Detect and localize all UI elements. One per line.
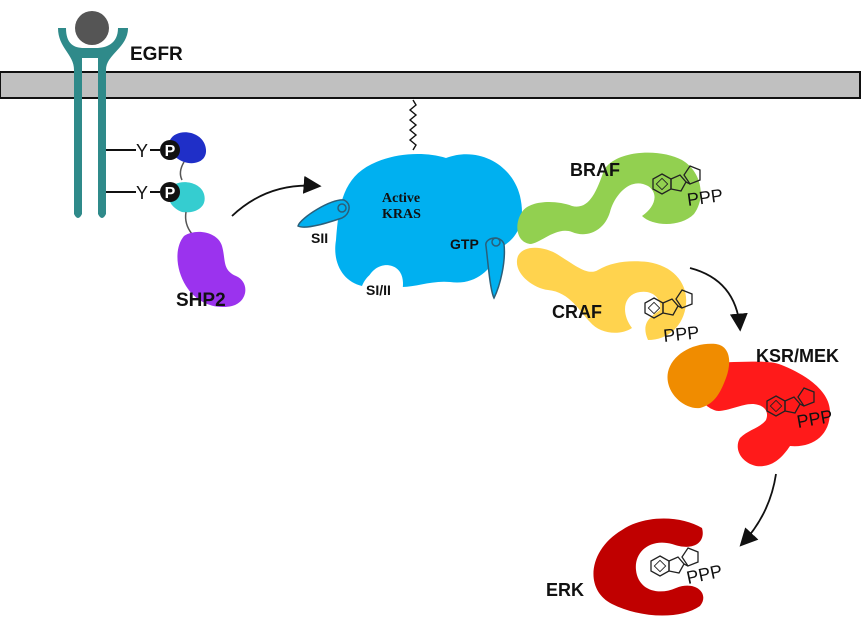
braf-ppp-label: PPP xyxy=(686,185,724,210)
phospho-1-label: P xyxy=(165,143,176,160)
craf-protein xyxy=(516,247,687,340)
erk-label: ERK xyxy=(546,580,584,600)
kras-protein xyxy=(335,154,522,287)
sii-label: SII xyxy=(311,230,328,246)
phospho-2-label: P xyxy=(165,185,176,202)
craf-label: CRAF xyxy=(552,302,602,322)
tyrosine-1-label: Y xyxy=(136,141,148,161)
erk-protein xyxy=(593,518,704,616)
egfr-receptor xyxy=(58,11,128,218)
kras-lipid-anchor xyxy=(408,99,418,151)
shp2-label: SHP2 xyxy=(176,290,226,311)
braf-protein xyxy=(517,152,701,244)
cell-membrane xyxy=(0,71,861,99)
tyrosine-2-label: Y xyxy=(136,183,148,203)
craf-ppp-label: PPP xyxy=(662,322,700,346)
mek-protein xyxy=(695,361,830,467)
ligand-ball xyxy=(75,11,109,45)
kras-active-label: Active xyxy=(382,191,420,206)
gtp-switch xyxy=(485,237,506,300)
switch-ii xyxy=(297,199,350,228)
kras-name-label: KRAS xyxy=(382,207,421,222)
shp2-protein xyxy=(177,231,246,308)
arrow-shp2-to-kras xyxy=(231,175,322,217)
phospho-circle-1 xyxy=(160,140,180,160)
ksr-protein xyxy=(667,343,730,409)
arrow-raf-to-mek xyxy=(689,267,748,332)
phospho-circle-2 xyxy=(160,182,180,202)
ksr-mek-label: KSR/MEK xyxy=(756,346,839,366)
gtp-label: GTP xyxy=(450,236,479,252)
si-ii-label: SI/II xyxy=(366,282,391,298)
egfr-label: EGFR xyxy=(130,44,183,65)
braf-label: BRAF xyxy=(570,160,620,180)
si-ii-pocket xyxy=(366,265,403,292)
arrow-mek-to-erk xyxy=(739,473,777,547)
